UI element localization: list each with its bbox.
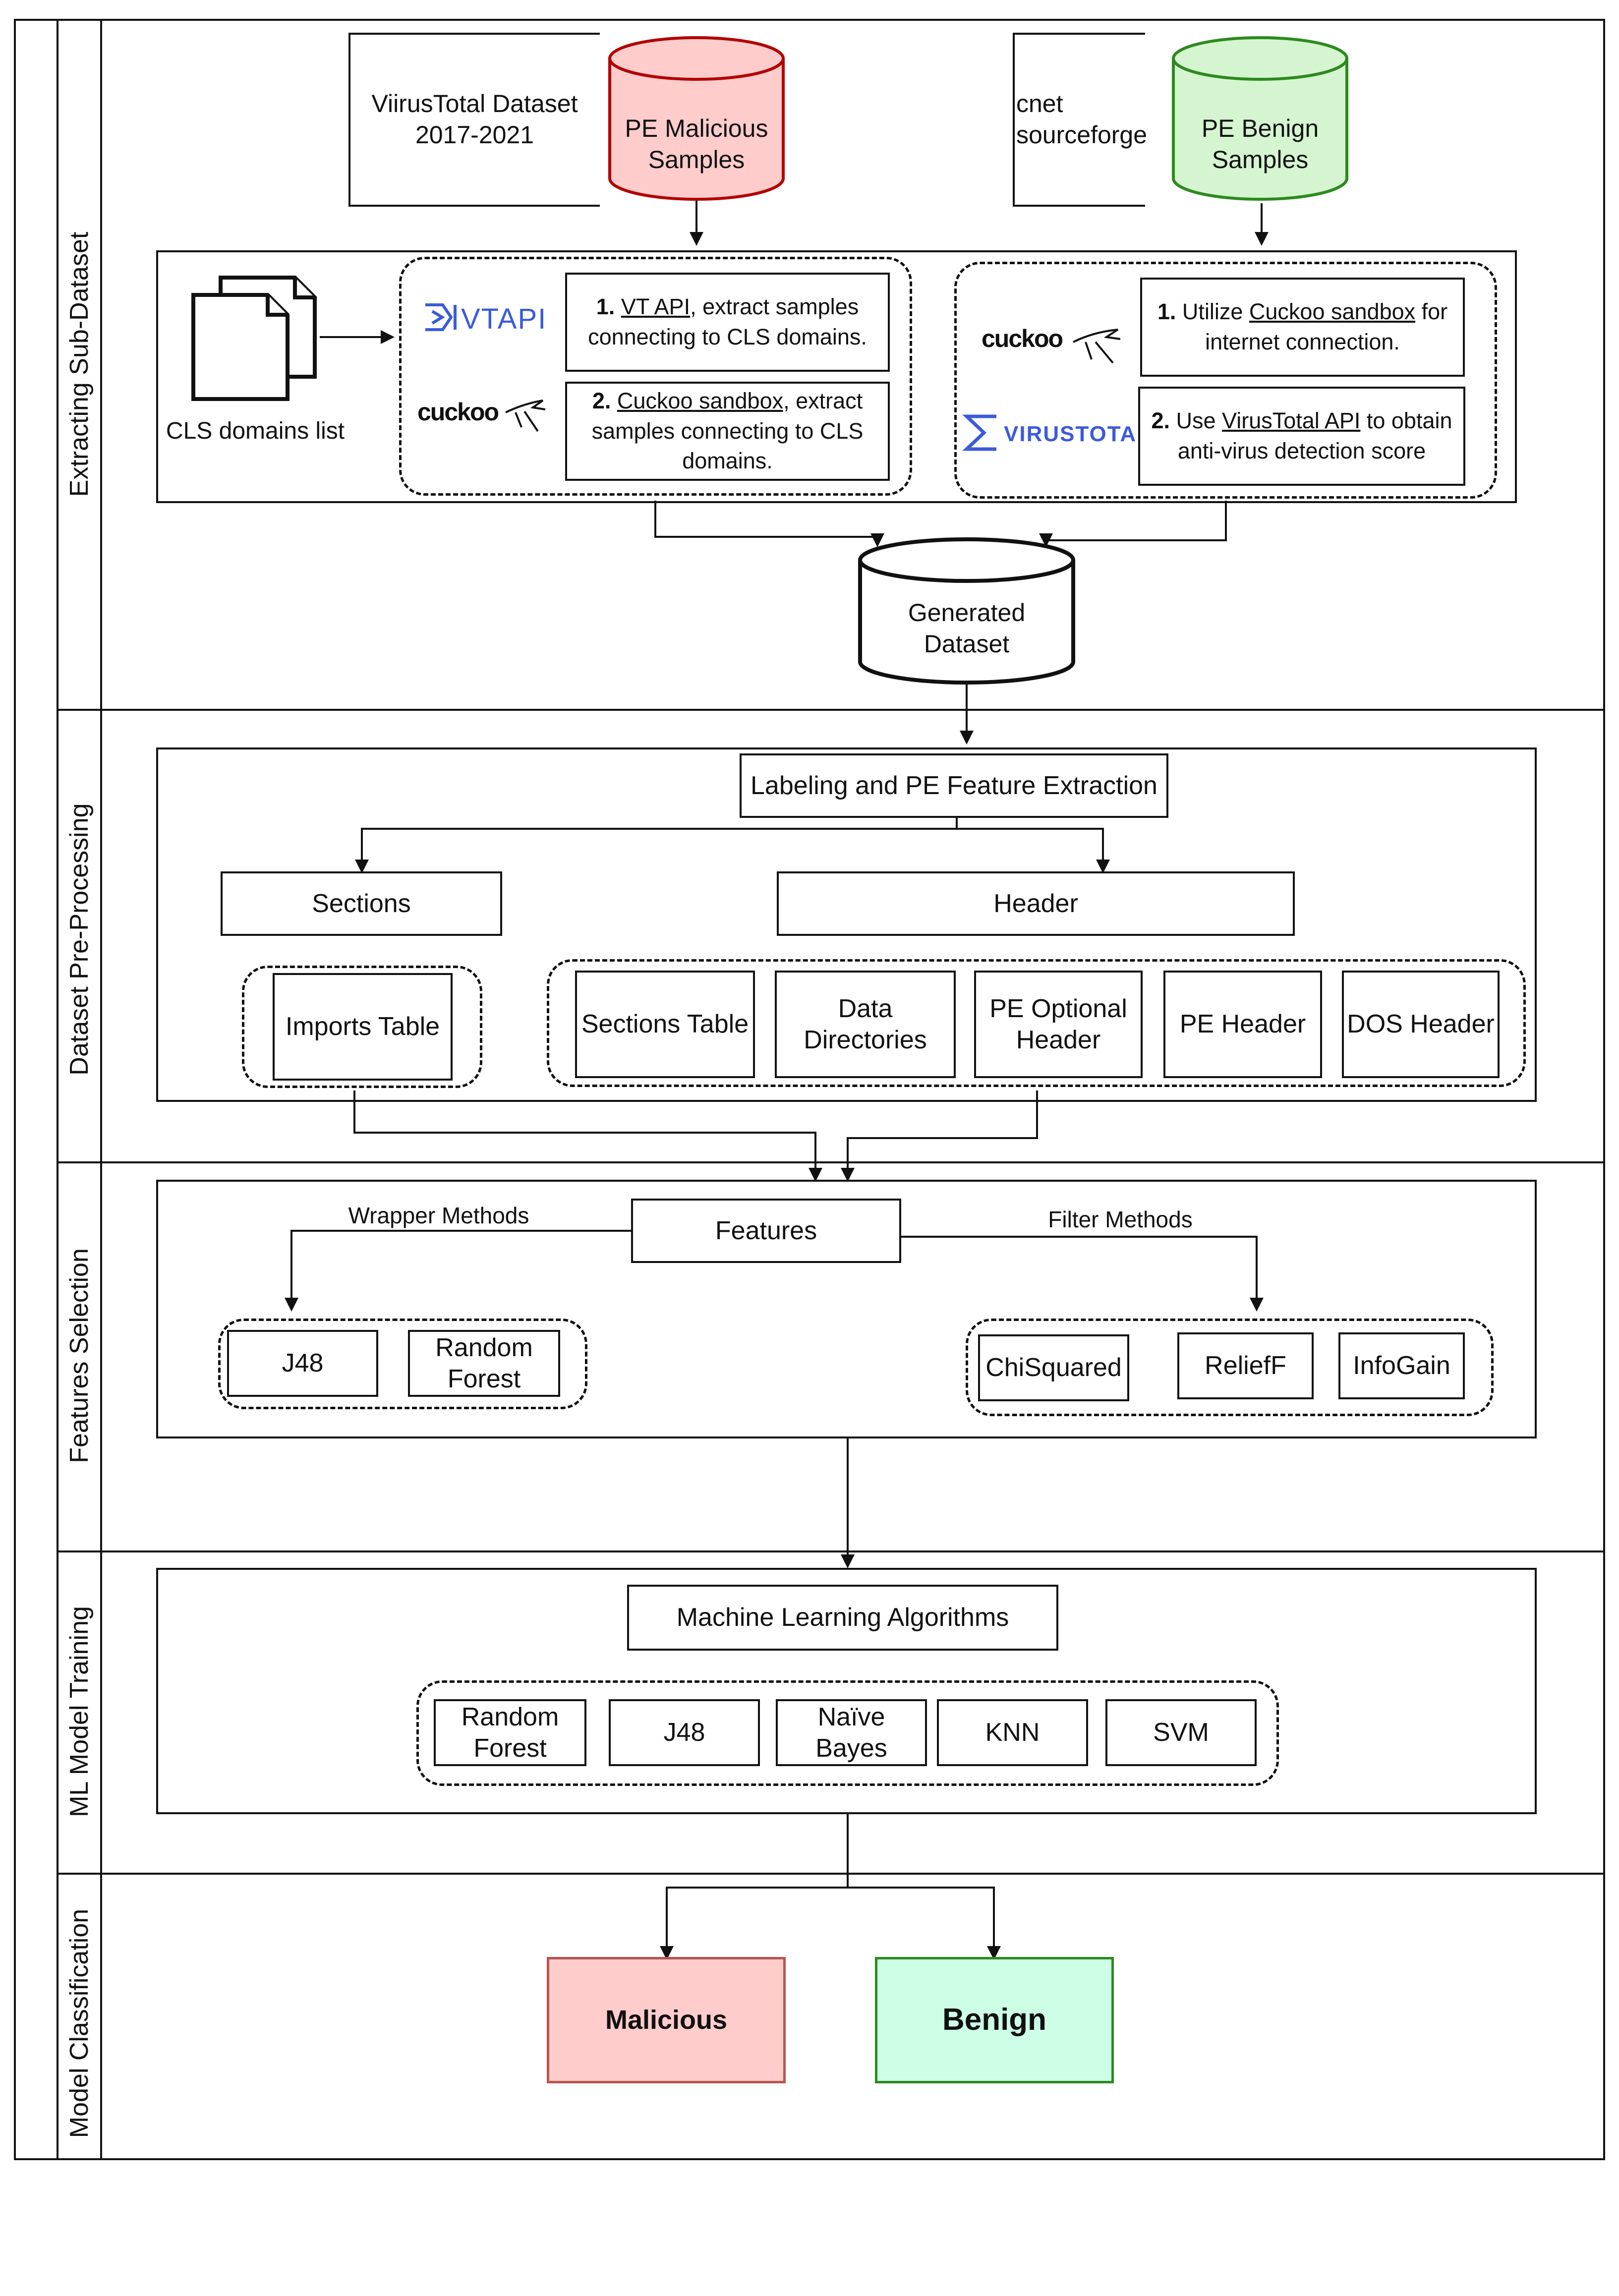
wrapper-group — [218, 1319, 587, 1409]
ml-j48-box: J48 — [609, 1699, 760, 1766]
lane-label-column — [57, 19, 102, 2160]
malicious-method-group — [399, 257, 912, 496]
malicious-db-cylinder — [608, 36, 785, 201]
benign-result-box: Benign — [875, 1957, 1114, 2083]
chisquared-box: ChiSquared — [978, 1334, 1129, 1401]
connector — [361, 818, 958, 865]
malicious-result-box: Malicious — [547, 1957, 786, 2083]
imports-table-box: Imports Table — [273, 973, 453, 1081]
connector — [901, 1236, 1258, 1303]
connector — [847, 1091, 1038, 1176]
arrowhead — [870, 533, 884, 547]
header-group — [547, 959, 1526, 1087]
labeling-box: Labeling and PE Feature Extraction — [740, 753, 1168, 818]
arrowhead — [841, 1554, 855, 1568]
infogain-box: InfoGain — [1338, 1332, 1465, 1399]
connector — [957, 828, 1104, 865]
arrowhead — [660, 1946, 674, 1960]
lane-divider — [57, 1161, 1605, 1163]
lane-divider — [57, 1873, 1605, 1875]
arrowhead — [1039, 533, 1053, 547]
vt-dataset-bracket — [348, 33, 600, 207]
filter-group — [966, 1319, 1494, 1416]
preprocessing-panel — [156, 747, 1537, 1102]
sections-box: Sections — [221, 871, 502, 936]
ml-algorithms-group — [416, 1680, 1279, 1786]
arrowhead — [960, 731, 974, 745]
benign-source-bracket — [1013, 33, 1145, 207]
outer-frame — [14, 19, 1605, 2160]
connector — [1045, 501, 1227, 544]
extracting-panel — [156, 250, 1517, 503]
connectors-layer — [191, 33, 1348, 1960]
benign-db-cylinder — [1172, 36, 1348, 201]
connector — [353, 1091, 816, 1176]
malicious-step-2: 2. Cuckoo sandbox, extract samples conne… — [565, 382, 890, 481]
connector — [290, 1230, 632, 1303]
arrowhead — [1255, 232, 1269, 246]
features-box: Features — [631, 1199, 901, 1263]
cuckoo-bird-icon — [505, 329, 1121, 432]
arrowhead — [690, 232, 703, 246]
filter-methods-label: Filter Methods — [1048, 1206, 1193, 1232]
selection-panel — [156, 1180, 1537, 1438]
connector — [666, 1814, 849, 1952]
ml-svm-box: SVM — [1105, 1699, 1257, 1766]
header-box: Header — [777, 871, 1295, 936]
cuckoo-logo-malicious: cuckoo — [417, 398, 499, 426]
sections-group — [242, 966, 482, 1088]
arrowhead — [355, 860, 369, 873]
arrowhead — [987, 1946, 1001, 1960]
cls-domains-label: CLS domains list — [166, 418, 345, 444]
documents-icon — [191, 276, 317, 401]
ml-knn-box: KNN — [937, 1699, 1088, 1766]
benign-step-1: 1. Utilize Cuckoo sandbox for internet c… — [1140, 278, 1465, 377]
benign-step-2: 2. Use VirusTotal API to obtain anti-vir… — [1138, 387, 1465, 486]
arrowhead — [1250, 1298, 1264, 1312]
arrowhead — [381, 330, 395, 344]
lane-divider — [57, 709, 1605, 711]
arrowhead — [809, 1168, 822, 1182]
pe-header-box: PE Header — [1163, 971, 1322, 1078]
sections-table-box: Sections Table — [575, 971, 755, 1078]
lane-divider — [57, 1550, 1605, 1552]
virustotal-logo: VIRUSTOTAL — [1004, 422, 1152, 446]
virustotal-mark-icon — [962, 414, 996, 451]
generated-db-cylinder — [858, 537, 1075, 685]
malicious-step-1: 1. VT API, extract samples connecting to… — [565, 273, 890, 372]
arrowhead — [841, 1168, 855, 1182]
relieff-box: ReliefF — [1177, 1332, 1314, 1399]
arrowhead — [285, 1298, 298, 1312]
vtapi-logo: VTAPI — [461, 303, 547, 335]
wrapper-j48-box: J48 — [227, 1330, 378, 1397]
connector — [848, 1887, 995, 1952]
dos-header-box: DOS Header — [1342, 971, 1500, 1078]
wrapper-methods-label: Wrapper Methods — [348, 1203, 529, 1228]
connector — [654, 501, 878, 541]
vtapi-mark-icon — [425, 303, 457, 331]
ml-algorithms-box: Machine Learning Algorithms — [627, 1585, 1058, 1651]
cuckoo-logo-benign: cuckoo — [982, 325, 1063, 352]
training-panel — [156, 1568, 1537, 1814]
benign-method-group — [954, 262, 1497, 499]
arrowhead — [1096, 860, 1110, 873]
